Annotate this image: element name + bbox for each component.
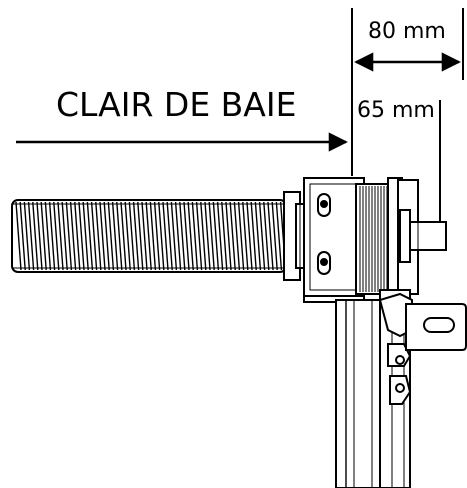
spring-coil [74,201,81,271]
spring-coil [15,201,22,271]
spring-coil [53,201,60,271]
end-bracket [303,177,365,303]
spring-coil [103,201,110,271]
spring-coil [78,201,85,271]
spring-coil [149,201,157,271]
dim-inner-label: 65 mm [357,98,435,123]
spring-coil [82,201,89,271]
spring-coil [69,201,77,271]
dim-outer-label: 80 mm [368,19,446,44]
spring-coil [158,201,165,271]
spring-coil [57,201,64,271]
spring-coil [107,201,115,271]
spring-coil [275,201,283,271]
spring-coil [254,201,262,271]
spring-coil [242,201,249,271]
spring-coil [137,201,144,271]
spring-coil [166,201,173,271]
spring-coil [19,201,26,271]
spring-coil [36,201,43,271]
spring-coil [204,201,211,271]
spring-coil [263,201,270,271]
vertical-track [335,289,413,488]
spring-coil [195,201,203,271]
spring-coil [90,201,98,271]
spring-coil [32,201,39,271]
spring-coil [48,201,56,271]
spring-coil [170,201,178,271]
spring-coil [65,201,73,271]
spring-coil [95,201,102,271]
spring-coil [225,201,232,271]
spring-coil [61,201,68,271]
spring-coil [271,201,278,271]
spring-coil [116,201,123,271]
spring-coil [132,201,140,271]
spring-coil [44,201,52,271]
spring-coil [216,201,224,271]
mounting-slot [423,317,455,333]
shaft [399,209,447,263]
spring-coil [86,201,94,271]
spring-coil [221,201,228,271]
spring-coil [174,201,182,271]
spring-coil [141,201,148,271]
spring-coil [191,201,199,271]
torsion-spring [11,199,287,273]
spring-coil [40,201,47,271]
spring-coil [200,201,207,271]
spring-coil [23,201,31,271]
spring-coil [229,201,236,271]
spring-coil [208,201,215,271]
spring-coil [120,201,127,271]
spring-coil [237,201,245,271]
spring-coil [233,201,241,271]
spring-coil [187,201,194,271]
spring-coil [183,201,190,271]
spring-coil [128,201,136,271]
spring-coil [267,201,274,271]
spring-coil [153,201,161,271]
spring-coil [250,201,257,271]
spring-coil [145,201,152,271]
spring-coil [258,201,266,271]
spring-coil [27,201,35,271]
mounting-plate [405,303,467,351]
spring-coil [99,201,106,271]
spring-coil [124,201,131,271]
spring-coil [162,201,169,271]
spring-coil [246,201,253,271]
opening-label: CLAIR DE BAIE [56,85,296,124]
spring-coil [212,201,220,271]
dimension-annotations: 80 mm 65 mm CLAIR DE BAIE [16,8,464,228]
spring-coil [111,201,119,271]
spring-coil [179,201,186,271]
